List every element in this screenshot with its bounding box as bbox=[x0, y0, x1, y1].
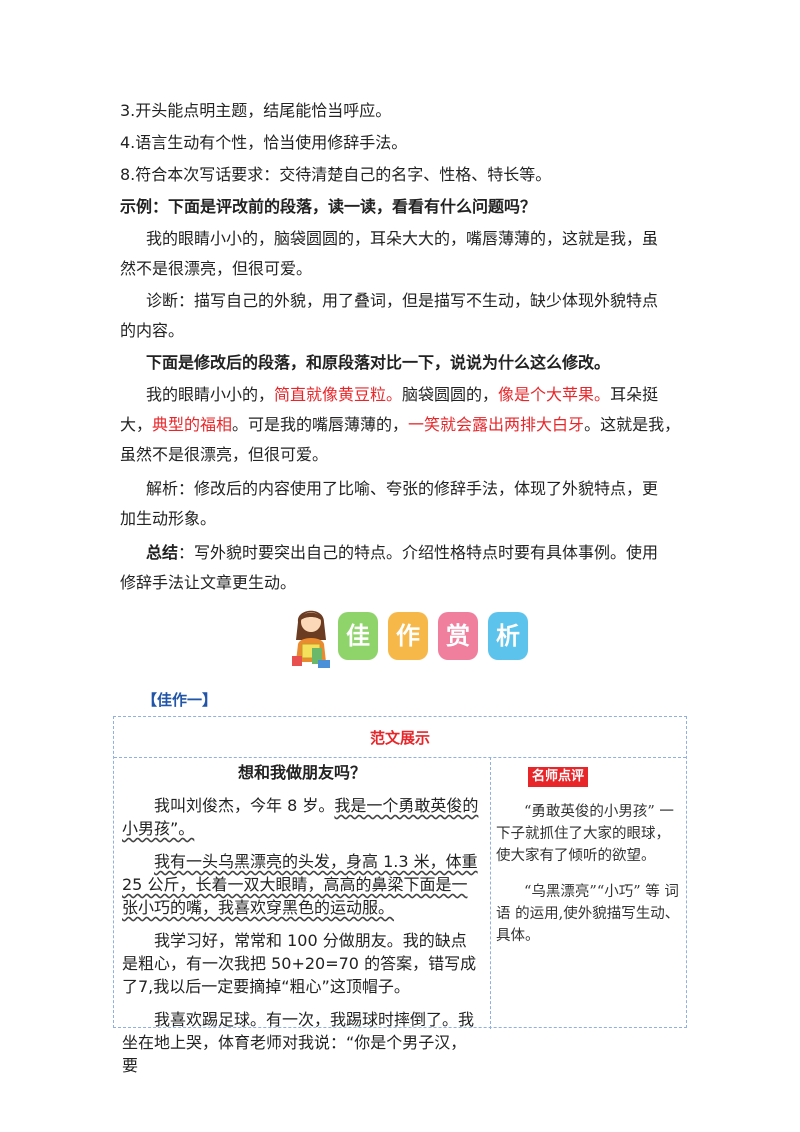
essay-p1-wavy: 我是一个勇敢英俊的小男孩”。 bbox=[122, 796, 479, 838]
revised-d-highlight: 典型的福相 bbox=[152, 415, 233, 434]
girl-with-book-icon bbox=[292, 610, 330, 668]
revised-line-2: 大，典型的福相。可是我的嘴唇薄薄的，一笑就会露出两排大白牙。这就是我， bbox=[120, 414, 690, 436]
revised-d: 大， bbox=[120, 415, 153, 434]
sample-essay-box: 范文展示 想和我做朋友吗？ 我叫刘俊杰，今年 8 岁。我是一个勇敢英俊的小男孩”… bbox=[113, 716, 687, 1075]
revised-a-highlight: 简直就像黄豆粒。 bbox=[274, 385, 403, 404]
analysis-line-2: 加生动形象。 bbox=[120, 509, 217, 528]
essay-p1-text: 我叫刘俊杰，今年 8 岁。 bbox=[154, 796, 335, 815]
original-line-1: 我的眼睛小小的，脑袋圆圆的，耳朵大大的，嘴唇薄薄的，这就是我，虽 bbox=[146, 229, 659, 248]
revised-b-highlight: 像是个大苹果。 bbox=[498, 385, 611, 404]
original-line-2: 然不是很漂亮，但很可爱。 bbox=[120, 259, 313, 278]
teacher-comment-badge: 名师点评 bbox=[528, 767, 589, 787]
teacher-comment-column: 名师点评 “勇敢英俊的小男孩” 一下子就抓住了大家的眼球，使大家有了倾听的欲望。… bbox=[496, 765, 682, 947]
essay-title: 想和我做朋友吗？ bbox=[237, 763, 366, 782]
essay-paragraph-1: 我叫刘俊杰，今年 8 岁。我是一个勇敢英俊的小男孩”。 bbox=[122, 794, 482, 840]
column-divider bbox=[490, 757, 491, 1029]
criterion-3: 3.开头能点明主题，结尾能恰当呼应。 bbox=[120, 101, 392, 120]
section-label: 【佳作一】 bbox=[142, 691, 218, 709]
summary-line-1: 总结：写外貌时要突出自己的特点。介绍性格特点时要有具体事例。使用 bbox=[146, 542, 694, 564]
box-title: 范文展示 bbox=[369, 729, 430, 747]
diagnosis-line-1: 诊断：描写自己的外貌，用了叠词，但是描写不生动，缺少体现外貌特点 bbox=[146, 291, 659, 310]
revised-heading: 下面是修改后的段落，和原段落对比一下，说说为什么这么修改。 bbox=[146, 353, 611, 372]
revised-c: 耳朵挺 bbox=[610, 385, 659, 404]
example-heading: 示例：下面是评改前的段落，读一读，看看有什么问题吗？ bbox=[120, 197, 537, 216]
revised-b: 脑袋圆圆的， bbox=[402, 385, 499, 404]
banner-tile-3: 赏 bbox=[438, 612, 478, 660]
teacher-comment-1: “勇敢英俊的小男孩” 一下子就抓住了大家的眼球，使大家有了倾听的欲望。 bbox=[496, 804, 674, 864]
summary-text-1: ：写外貌时要突出自己的特点。介绍性格特点时要有具体事例。使用 bbox=[178, 543, 659, 562]
banner-tile-4: 析 bbox=[488, 612, 528, 660]
teacher-comment-2: “乌黑漂亮”“小巧” 等 词语 的运用,使外貌描写生动、具体。 bbox=[496, 884, 680, 944]
criterion-8: 8.符合本次写话要求：交待清楚自己的名字、性格、特长等。 bbox=[120, 165, 552, 184]
box-title-row: 范文展示 bbox=[114, 717, 686, 758]
revised-line-3: 虽然不是很漂亮，但很可爱。 bbox=[120, 445, 329, 464]
summary-line-2: 修辞手法让文章更生动。 bbox=[120, 573, 297, 592]
revised-e-highlight: 一笑就会露出两排大白牙 bbox=[408, 415, 585, 434]
analysis-line-1: 解析：修改后的内容使用了比喻、夸张的修辞手法，体现了外貌特点，更 bbox=[146, 479, 659, 498]
banner-tile-2: 作 bbox=[388, 612, 428, 660]
summary-label: 总结 bbox=[146, 543, 179, 562]
essay-paragraph-3: 我学习好，常常和 100 分做朋友。我的缺点是粗心，有一次我把 50+20=70… bbox=[122, 931, 477, 996]
essay-paragraph-2: 我有一头乌黑漂亮的头发，身高 1.3 米，体重 25 公斤，长着一双大眼睛，高高… bbox=[122, 850, 482, 919]
essay-paragraph-4: 我喜欢踢足球。有一次，我踢球时摔倒了。我坐在地上哭，体育老师对我说：“你是个男子… bbox=[122, 1010, 475, 1075]
essay-column: 想和我做朋友吗？ 我叫刘俊杰，今年 8 岁。我是一个勇敢英俊的小男孩”。 我有一… bbox=[122, 761, 482, 1077]
revised-a: 我的眼睛小小的， bbox=[146, 385, 275, 404]
diagnosis-line-2: 的内容。 bbox=[120, 321, 185, 340]
revised-e: 。可是我的嘴唇薄薄的， bbox=[232, 415, 409, 434]
criterion-4: 4.语言生动有个性，恰当使用修辞手法。 bbox=[120, 133, 408, 152]
jiazuo-shangxi-banner: 佳 作 赏 析 bbox=[288, 600, 548, 670]
essay-p2-wavy: 我有一头乌黑漂亮的头发，身高 1.3 米，体重 25 公斤，长着一双大眼睛，高高… bbox=[122, 852, 478, 917]
revised-line-1: 我的眼睛小小的，简直就像黄豆粒。脑袋圆圆的，像是个大苹果。耳朵挺 bbox=[146, 384, 694, 406]
revised-f: 。这就是我， bbox=[584, 415, 681, 434]
banner-tile-1: 佳 bbox=[338, 612, 378, 660]
